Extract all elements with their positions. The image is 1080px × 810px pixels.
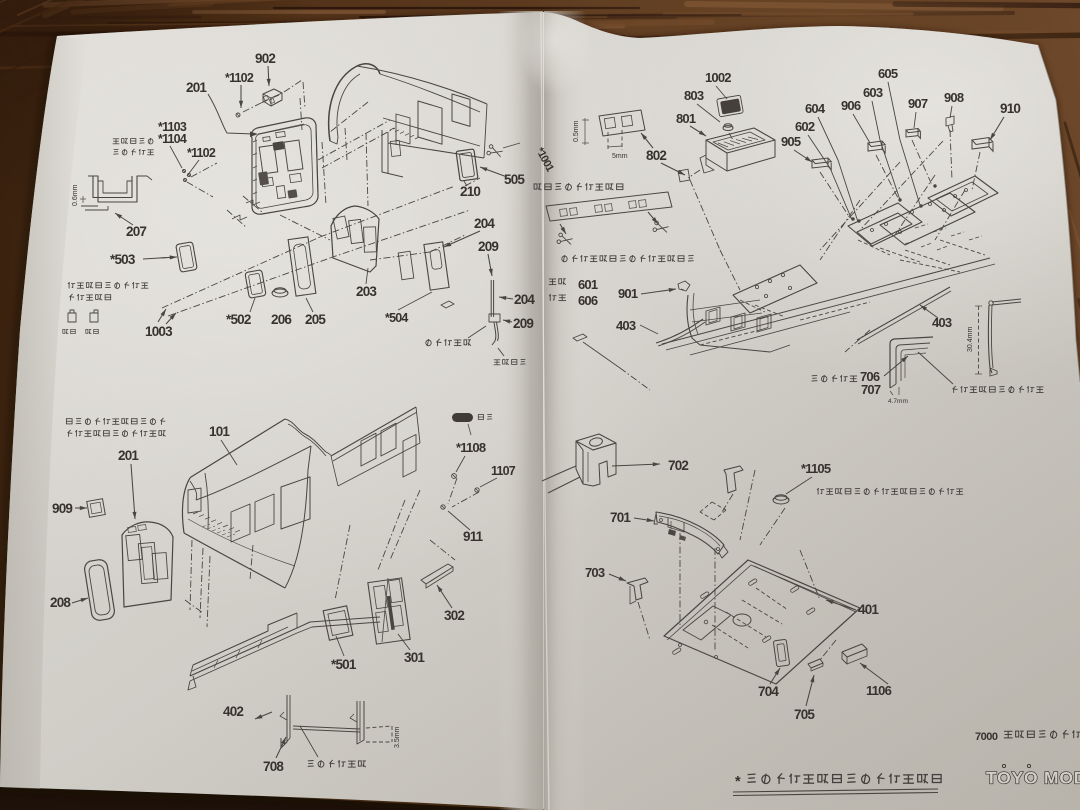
svg-text:702: 702 xyxy=(668,458,688,473)
svg-text:1106: 1106 xyxy=(866,683,892,698)
svg-text:911: 911 xyxy=(463,529,484,544)
svg-text:209: 209 xyxy=(478,239,498,254)
svg-text:1107: 1107 xyxy=(491,464,516,478)
svg-text:*1103: *1103 xyxy=(158,120,187,134)
svg-text:208: 208 xyxy=(50,595,71,610)
svg-text:203: 203 xyxy=(356,284,377,299)
svg-text:210: 210 xyxy=(460,184,480,199)
svg-text:605: 605 xyxy=(878,66,898,81)
svg-text:206: 206 xyxy=(271,312,292,327)
svg-text:0.5mm: 0.5mm xyxy=(573,120,580,142)
svg-text:905: 905 xyxy=(781,134,801,149)
svg-text:803: 803 xyxy=(684,88,704,103)
svg-text:908: 908 xyxy=(944,90,964,105)
svg-text:*501: *501 xyxy=(331,657,357,672)
svg-text:301: 301 xyxy=(404,650,425,665)
svg-text:TOYO MODE: TOYO MODE xyxy=(986,769,1080,788)
svg-text:*1102: *1102 xyxy=(187,146,216,160)
svg-text:*1105: *1105 xyxy=(801,461,831,476)
svg-text:704: 704 xyxy=(758,684,779,699)
svg-text:*504: *504 xyxy=(385,311,408,325)
svg-text:603: 603 xyxy=(863,85,883,100)
svg-text:*502: *502 xyxy=(226,312,251,327)
svg-text:403: 403 xyxy=(932,315,952,330)
svg-text:601: 601 xyxy=(578,277,598,292)
svg-text:707: 707 xyxy=(861,382,881,397)
svg-text:705: 705 xyxy=(794,707,815,722)
svg-text:402: 402 xyxy=(223,704,243,719)
svg-text:802: 802 xyxy=(646,148,666,163)
svg-text:30.4mm: 30.4mm xyxy=(967,327,974,352)
svg-text:1002: 1002 xyxy=(705,70,731,85)
svg-text:505: 505 xyxy=(504,172,525,187)
svg-text:801: 801 xyxy=(676,111,696,126)
svg-text:7000: 7000 xyxy=(975,731,998,743)
svg-text:706: 706 xyxy=(860,369,880,384)
svg-text:604: 604 xyxy=(805,101,826,116)
svg-text:602: 602 xyxy=(795,119,815,134)
svg-text:701: 701 xyxy=(610,510,631,525)
svg-text:*1108: *1108 xyxy=(456,440,486,455)
svg-text:907: 907 xyxy=(908,96,928,111)
svg-text:403: 403 xyxy=(616,318,636,333)
svg-text:909: 909 xyxy=(52,501,72,516)
svg-text:*1104: *1104 xyxy=(158,132,187,146)
svg-text:401: 401 xyxy=(858,602,879,617)
svg-text:902: 902 xyxy=(255,51,275,66)
svg-text:3.5mm: 3.5mm xyxy=(394,726,401,748)
svg-text:201: 201 xyxy=(118,448,139,463)
svg-text:708: 708 xyxy=(263,759,284,774)
svg-text:906: 906 xyxy=(841,98,861,113)
svg-text:204: 204 xyxy=(474,216,495,231)
svg-text:4.7mm: 4.7mm xyxy=(888,398,908,405)
svg-text:207: 207 xyxy=(126,224,146,239)
svg-text:201: 201 xyxy=(186,80,207,95)
svg-text:*: * xyxy=(735,774,741,790)
svg-text:*503: *503 xyxy=(110,252,136,267)
svg-text:*1102: *1102 xyxy=(225,71,254,85)
svg-text:1003: 1003 xyxy=(145,324,173,339)
svg-text:901: 901 xyxy=(618,286,638,301)
svg-text:703: 703 xyxy=(585,565,605,580)
svg-text:606: 606 xyxy=(578,293,598,308)
svg-text:0.6mm: 0.6mm xyxy=(72,184,79,206)
svg-text:101: 101 xyxy=(209,424,230,439)
svg-text:302: 302 xyxy=(444,608,464,623)
svg-text:910: 910 xyxy=(1000,101,1020,116)
svg-text:209: 209 xyxy=(513,316,533,331)
svg-text:5mm: 5mm xyxy=(612,153,628,160)
svg-text:204: 204 xyxy=(514,292,535,307)
svg-text:205: 205 xyxy=(305,312,326,327)
